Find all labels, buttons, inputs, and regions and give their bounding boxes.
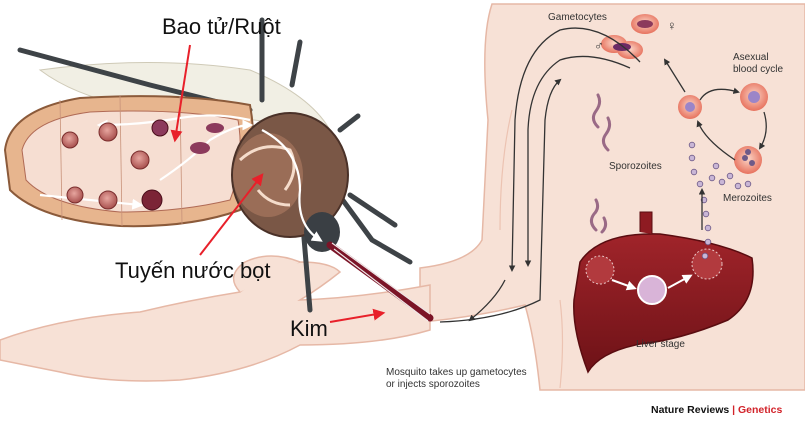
sporozoites bbox=[589, 93, 612, 234]
liver-schizont bbox=[637, 275, 667, 305]
label-pointers bbox=[170, 44, 386, 323]
blood-cells bbox=[601, 14, 768, 174]
male-symbol: ♂ bbox=[594, 38, 604, 53]
caption-line2: or injects sporozoites bbox=[386, 379, 480, 390]
mosquito-thorax bbox=[231, 112, 349, 252]
hand bbox=[0, 255, 431, 382]
merozoites bbox=[688, 141, 752, 260]
needle-label: Kim bbox=[290, 316, 328, 341]
asexual-label-line2: blood cycle bbox=[733, 64, 784, 75]
gametocytes-label: Gametocytes bbox=[548, 12, 607, 23]
liver bbox=[573, 211, 754, 374]
merozoites-label: Merozoites bbox=[723, 193, 772, 204]
credit-separator: | bbox=[732, 404, 736, 416]
salivary-gland-label: Tuyến nước bọt bbox=[115, 258, 271, 283]
cycle-arrows bbox=[439, 27, 767, 323]
journal-name: Nature Reviews bbox=[651, 404, 730, 416]
proboscis bbox=[326, 241, 434, 322]
mosquito-parasites bbox=[61, 119, 224, 211]
caption-line1: Mosquito takes up gametocytes bbox=[386, 367, 527, 378]
sporozoites-label: Sporozoites bbox=[609, 161, 662, 172]
asexual-label-line1: Asexual bbox=[733, 52, 769, 63]
gut-label: Bao tử/Ruột bbox=[162, 14, 281, 39]
journal-credit: Nature Reviews | Genetics bbox=[651, 404, 782, 416]
mosquito-flow-arrows bbox=[39, 114, 323, 242]
journal-section: Genetics bbox=[738, 404, 783, 416]
liver-stage-label: Liver stage bbox=[636, 339, 685, 350]
female-symbol: ♀ bbox=[667, 18, 677, 33]
